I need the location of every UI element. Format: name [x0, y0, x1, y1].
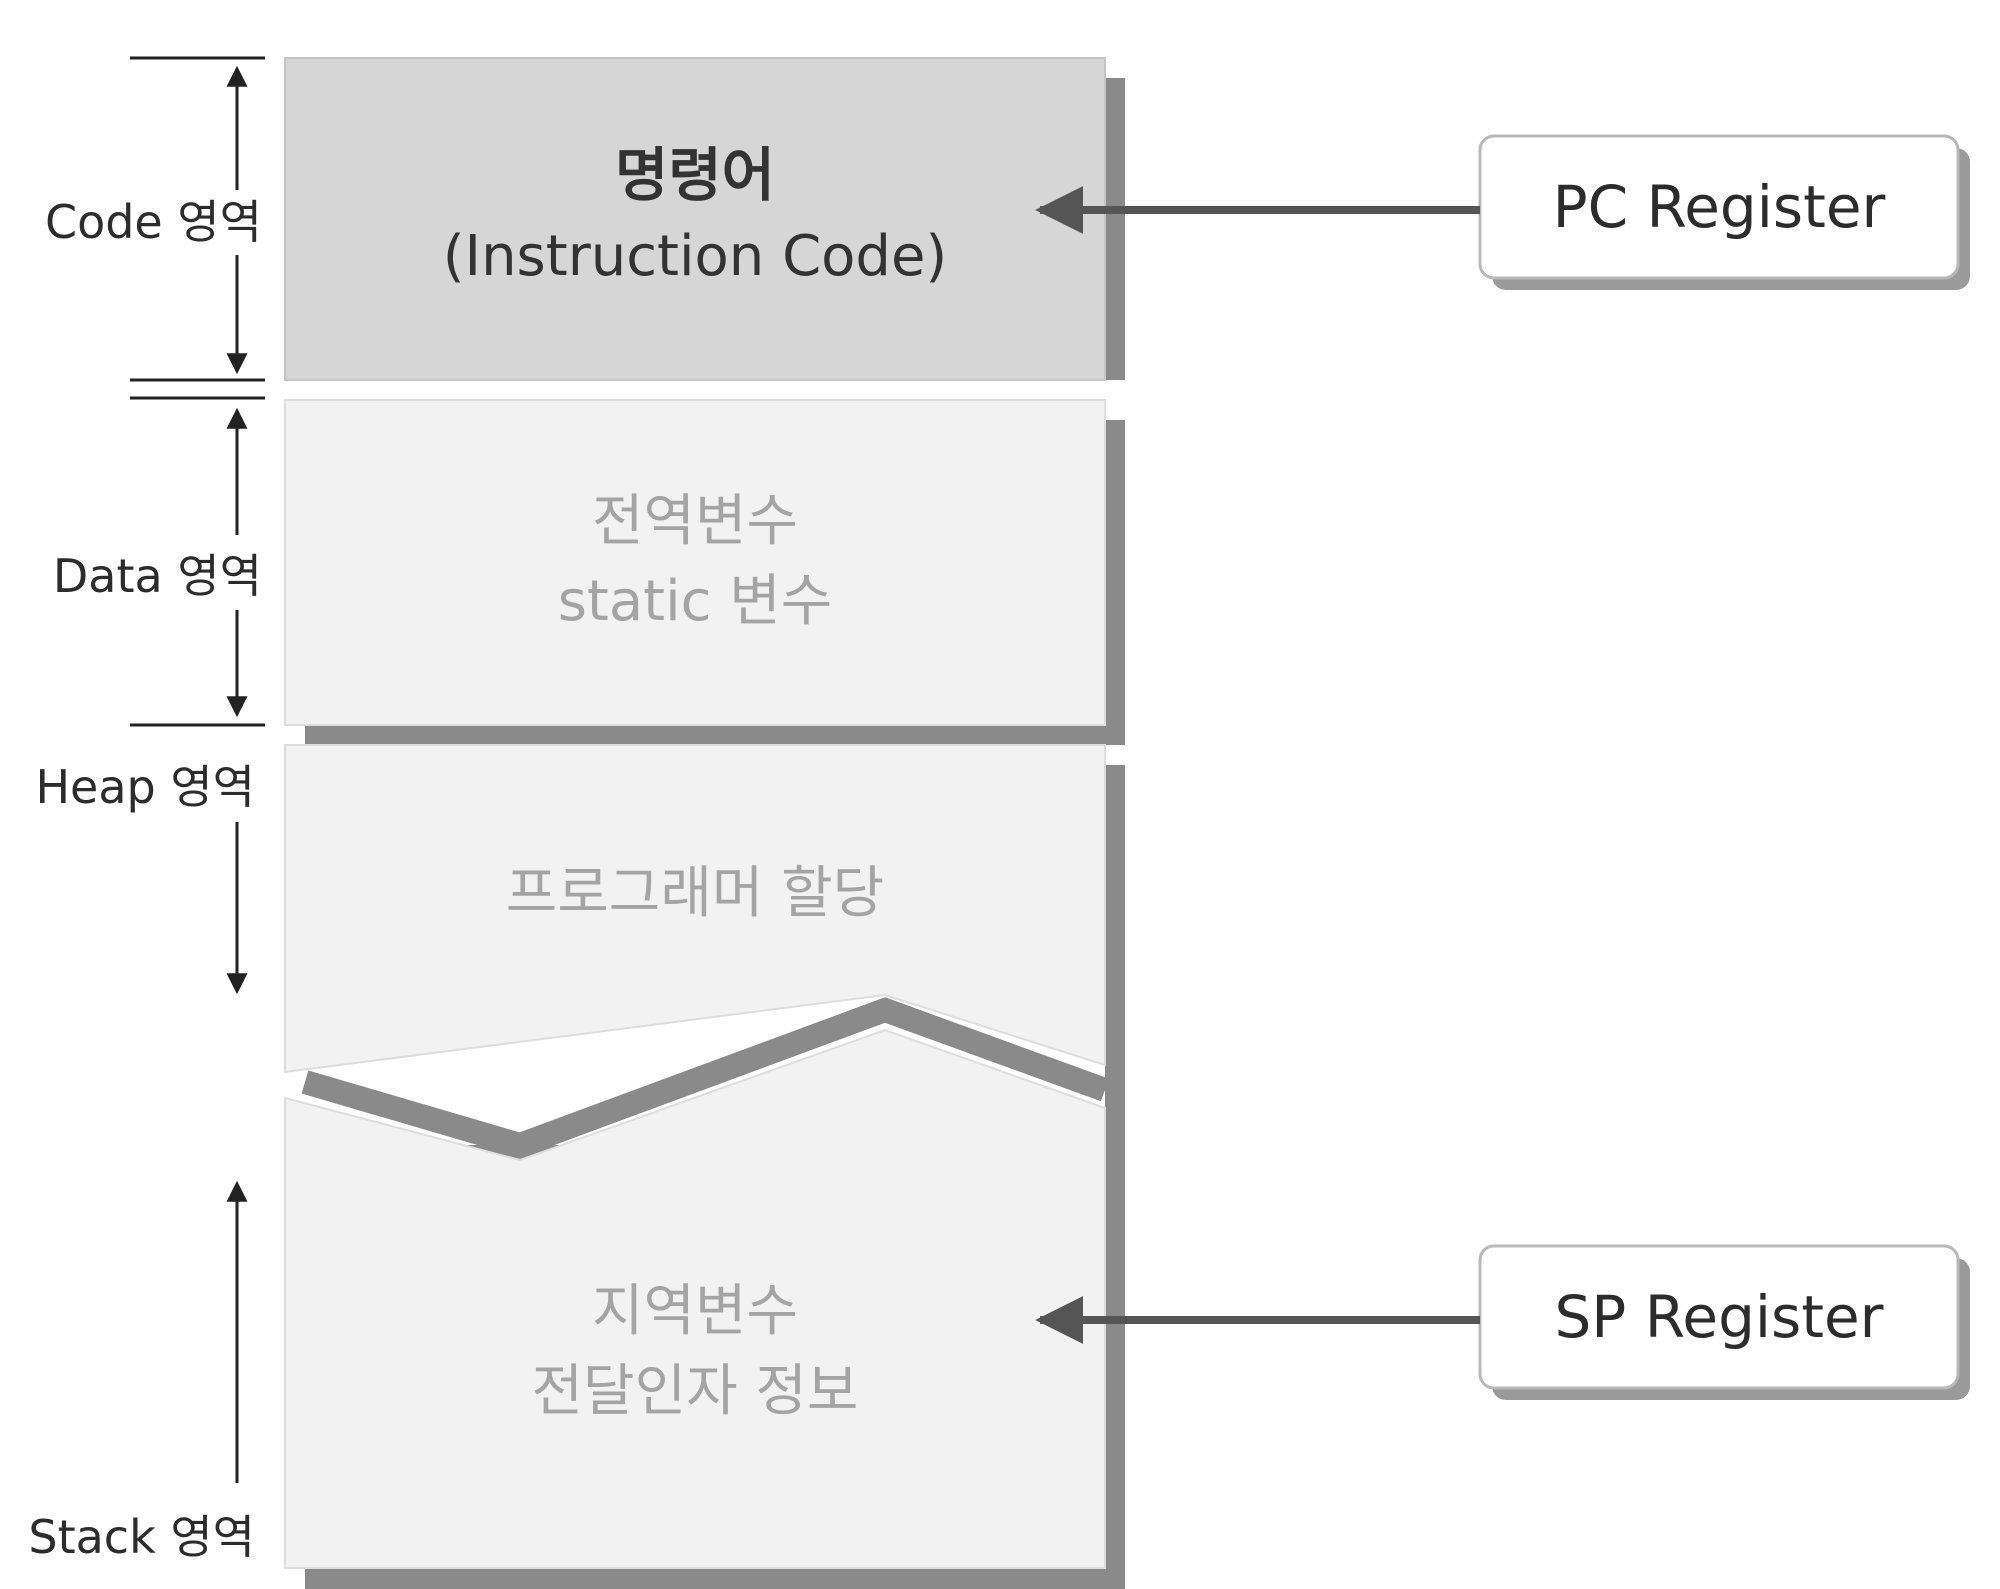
stack-segment-line2: 전달인자 정보	[532, 1359, 859, 1424]
sp-register: SP Register	[1035, 1244, 1970, 1400]
heap-region-marker: Heap 영역	[35, 760, 255, 995]
region-boundaries	[130, 56, 265, 727]
heap-segment: 프로그래머 할당	[284, 744, 1106, 1074]
code-segment-subtitle: (Instruction Code)	[443, 224, 948, 289]
code-segment-title: 명령어	[615, 141, 775, 209]
code-region-label: Code 영역	[45, 195, 262, 249]
data-segment: 전역변수 static 변수	[284, 399, 1125, 745]
heap-segment-line1: 프로그래머 할당	[506, 861, 884, 926]
data-region-label: Data 영역	[53, 549, 262, 603]
heap-region-label: Heap 영역	[35, 760, 255, 814]
stack-segment-line1: 지역변수	[592, 1279, 798, 1344]
code-segment: 명령어 (Instruction Code)	[284, 57, 1125, 381]
code-region-marker: Code 영역	[45, 65, 262, 375]
heap-stack-boundary	[301, 997, 1110, 1158]
pc-register-label: PC Register	[1553, 173, 1886, 241]
data-segment-line1: 전역변수	[592, 489, 798, 554]
data-region-marker: Data 영역	[53, 407, 262, 718]
stack-region-label: Stack 영역	[28, 1510, 255, 1564]
stack-segment: 지역변수 전달인자 정보	[284, 1028, 1106, 1589]
heap-stack-shadow	[1105, 765, 1125, 1589]
stack-region-marker: Stack 영역	[28, 1180, 255, 1564]
data-segment-line2: static 변수	[558, 569, 833, 634]
pc-register: PC Register	[1035, 134, 1970, 290]
sp-register-label: SP Register	[1554, 1283, 1883, 1351]
